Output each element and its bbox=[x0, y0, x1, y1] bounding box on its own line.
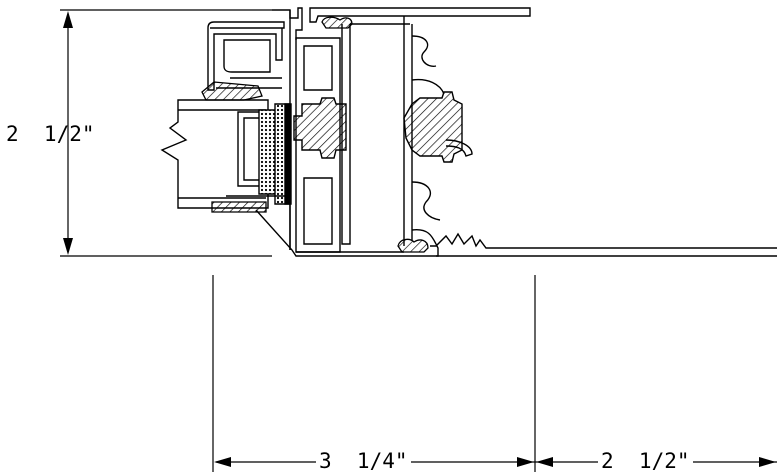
glazing-gasket-top bbox=[202, 82, 262, 100]
weather-seal-bottom bbox=[398, 239, 428, 252]
left-width-dimension-label: 3 1/4" bbox=[316, 451, 411, 472]
right-width-dimension-label: 2 1/2" bbox=[598, 451, 693, 472]
hdim-arrow-left bbox=[214, 457, 231, 467]
height-dimension-label: 2 1/2" bbox=[6, 122, 95, 146]
weather-seal-top bbox=[322, 17, 352, 28]
horizontal-dimensions bbox=[213, 275, 777, 472]
thermal-break-right bbox=[404, 92, 462, 162]
hdim-arrow-mid-right bbox=[536, 457, 553, 467]
spacer bbox=[238, 104, 291, 204]
vertical-dimension bbox=[60, 10, 272, 256]
hdim-arrow-mid-left bbox=[517, 457, 534, 467]
vdim-arrow-bottom bbox=[63, 238, 73, 255]
hdim-arrow-right bbox=[759, 457, 776, 467]
glazing-stop-bottom bbox=[212, 202, 266, 212]
thermal-break-left bbox=[294, 98, 346, 158]
vdim-arrow-top bbox=[63, 11, 73, 28]
